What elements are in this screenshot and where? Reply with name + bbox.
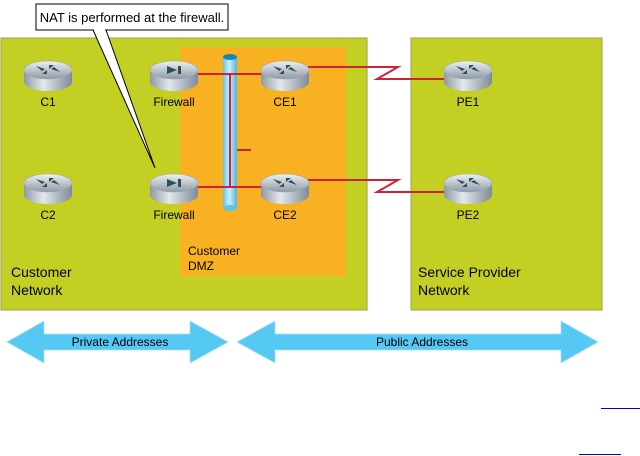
router-icon <box>36 65 60 74</box>
router-c2[interactable] <box>23 173 73 205</box>
callout-text: NAT is performed at the firewall. <box>40 10 224 25</box>
router-icon <box>456 65 480 74</box>
serial-link-ce1-pe1 <box>308 66 448 80</box>
router-c1[interactable] <box>23 60 73 92</box>
label-c2: C2 <box>40 208 56 222</box>
hyperlink-1[interactable] <box>601 408 640 409</box>
router-pe2[interactable] <box>443 173 493 205</box>
label-c1: C1 <box>40 95 56 109</box>
public-addresses-arrow: Public Addresses <box>236 320 599 364</box>
label-pe1: PE1 <box>457 95 480 109</box>
service-provider-label-line1: Service Provider <box>418 264 521 280</box>
label-ce2: CE2 <box>273 208 297 222</box>
label-pe2: PE2 <box>457 208 480 222</box>
customer-network-label-line1: Customer <box>11 264 72 280</box>
serial-link-ce2-pe2 <box>308 179 448 193</box>
dmz-label-line2: DMZ <box>188 259 214 273</box>
public-addresses-label: Public Addresses <box>376 335 468 349</box>
dmz-label-line1: Customer <box>188 244 240 258</box>
router-icon <box>273 178 297 187</box>
firewall-1[interactable] <box>149 60 199 92</box>
router-icon <box>36 178 60 187</box>
router-ce2[interactable] <box>260 173 310 205</box>
router-pe1[interactable] <box>443 60 493 92</box>
lan-segment <box>188 54 264 211</box>
service-provider-zone <box>410 37 603 311</box>
router-ce1[interactable] <box>260 60 310 92</box>
router-icon <box>273 65 297 74</box>
firewall-icon <box>167 179 181 187</box>
hyperlink-2[interactable] <box>579 454 621 455</box>
private-addresses-label: Private Addresses <box>72 335 169 349</box>
firewall-icon <box>167 66 181 74</box>
customer-network-label-line2: Network <box>11 282 63 298</box>
private-addresses-arrow: Private Addresses <box>6 320 229 364</box>
service-provider-label-line2: Network <box>418 282 470 298</box>
label-ce1: CE1 <box>273 95 297 109</box>
label-firewall-2: Firewall <box>153 208 194 222</box>
label-firewall-1: Firewall <box>153 95 194 109</box>
firewall-2[interactable] <box>149 173 199 205</box>
callout: NAT is performed at the firewall. <box>35 3 229 169</box>
router-icon <box>456 178 480 187</box>
